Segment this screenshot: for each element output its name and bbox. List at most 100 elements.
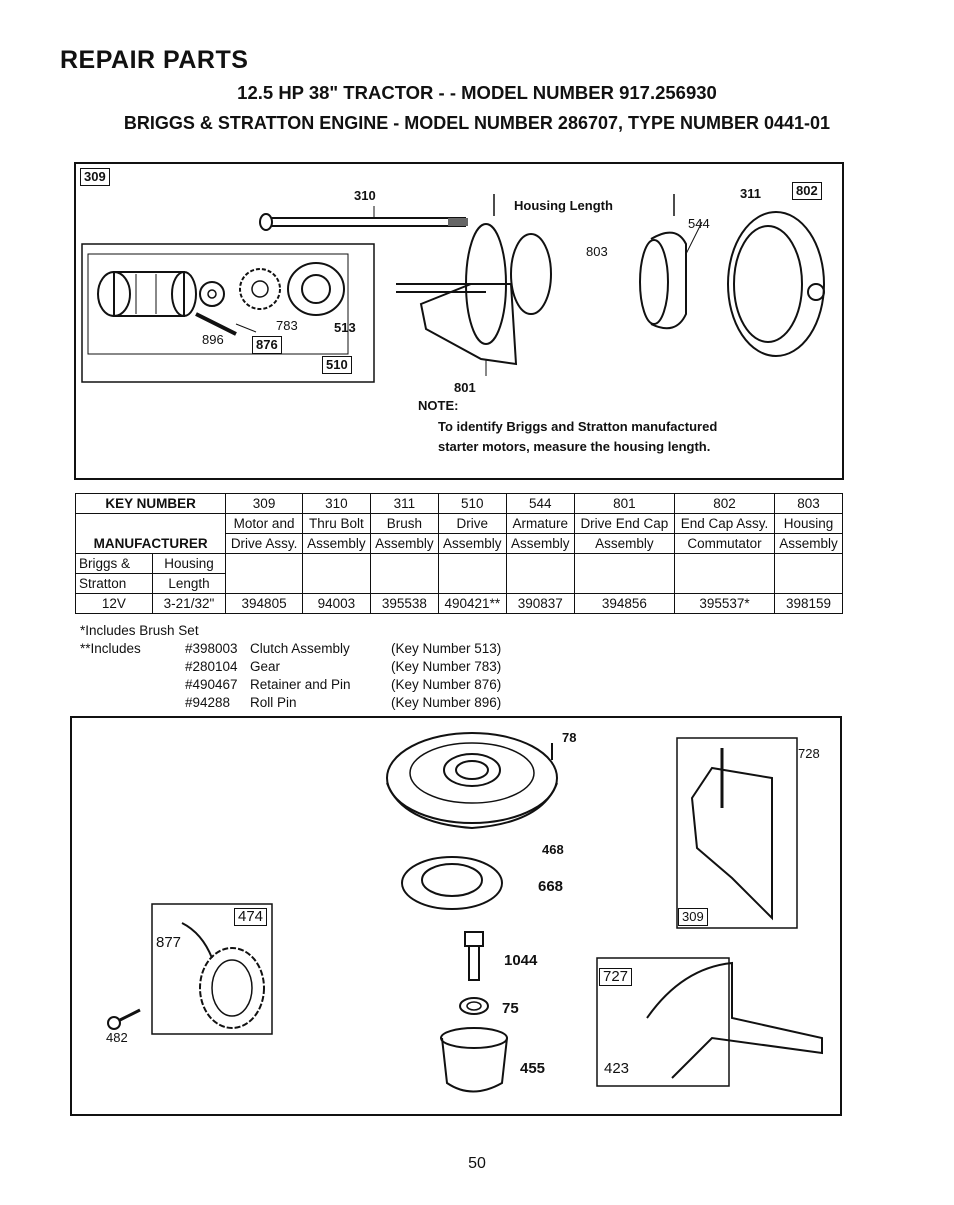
table-cell: Length	[151, 573, 227, 594]
footnote-part: #398003	[185, 641, 238, 656]
footnote-part: #280104	[185, 659, 238, 674]
footnote-desc: Clutch Assembly	[250, 641, 350, 656]
engine-subtitle: BRIGGS & STRATTON ENGINE - MODEL NUMBER …	[123, 113, 831, 133]
table-cell	[673, 553, 775, 594]
page-number: 50	[468, 1155, 486, 1172]
table-cell: 394856	[573, 593, 675, 614]
key-455-label: 455	[520, 1060, 546, 1077]
model-subtitle: 12.5 HP 38" TRACTOR - - MODEL NUMBER 917…	[237, 82, 717, 103]
table-cell: 803	[773, 493, 844, 514]
table-row: Drive Assy. Assembly Assembly Assembly A…	[76, 533, 844, 554]
footnote-key: (Key Number 896)	[391, 695, 502, 710]
table-cell: Housing	[773, 513, 844, 534]
key-728-label: 728	[798, 746, 820, 761]
key-783-label: 783	[276, 318, 298, 333]
key-474-tag: 474	[234, 908, 268, 926]
key-802-tag: 802	[792, 182, 822, 200]
table-cell: 395537*	[673, 593, 775, 614]
key-423-label: 423	[604, 1060, 630, 1077]
table-cell: 394805	[225, 593, 303, 614]
key-544-label: 544	[688, 216, 710, 231]
table-cell: Drive End Cap	[573, 513, 675, 534]
table-cell: Briggs &	[75, 553, 153, 574]
table-cell	[301, 553, 371, 594]
key-309-tag: 309	[80, 168, 110, 186]
key-727-tag: 727	[599, 968, 633, 986]
note-line-1: To identify Briggs and Stratton manufact…	[438, 419, 718, 434]
key-311-label: 311	[740, 186, 761, 201]
housing-length-label: Housing Length	[514, 198, 613, 213]
table-cell	[573, 553, 675, 594]
table-cell	[773, 553, 844, 594]
table-cell: 544	[505, 493, 575, 514]
footnote-includes-label: **Includes	[80, 641, 141, 656]
table-cell: Assembly	[369, 533, 439, 554]
engine-parts-diagram: 78 468 668 1044 75 455 728 309 727 423 4…	[70, 716, 842, 1116]
footnotes: *Includes Brush Set **Includes #398003 C…	[80, 622, 600, 712]
footnote-key: (Key Number 513)	[391, 641, 502, 656]
table-cell	[437, 553, 507, 594]
key-668-label: 668	[538, 878, 564, 895]
table-cell: End Cap Assy.	[673, 513, 775, 534]
table-cell: Drive Assy.	[225, 533, 303, 554]
footnote-part: #94288	[185, 695, 231, 710]
table-cell: 395538	[369, 593, 439, 614]
key-1044-label: 1044	[504, 952, 538, 969]
footnote-part: #490467	[185, 677, 238, 692]
key-896-label: 896	[202, 332, 224, 347]
table-cell	[369, 553, 439, 594]
table-cell: 398159	[773, 593, 844, 614]
table-cell: Assembly	[437, 533, 507, 554]
key-468-label: 468	[542, 842, 564, 857]
footnote-desc: Retainer and Pin	[250, 677, 351, 692]
key-877-label: 877	[156, 934, 182, 951]
table-cell: 801	[573, 493, 675, 514]
table-row: 12V 3-21/32" 394805 94003 395538 490421*…	[75, 593, 844, 614]
key-78-label: 78	[562, 730, 577, 745]
table-cell: 390837	[505, 593, 575, 614]
key-801-label: 801	[454, 380, 476, 395]
table-row: MANUFACTURER Motor and Thru Bolt Brush D…	[74, 513, 844, 554]
table-row: Stratton Length	[75, 573, 843, 594]
footnote-brush-set: *Includes Brush Set	[80, 623, 199, 638]
footnote-desc: Roll Pin	[250, 695, 297, 710]
footnote-key: (Key Number 783)	[391, 659, 502, 674]
table-cell: 490421**	[437, 593, 507, 614]
table-cell: 311	[369, 493, 439, 514]
key-310-label: 310	[354, 188, 376, 203]
table-cell	[505, 553, 575, 594]
table-cell: Motor and	[225, 513, 303, 534]
key-803-label: 803	[586, 244, 608, 259]
key-876-tag: 876	[252, 336, 282, 354]
table-cell: 3-21/32"	[151, 593, 227, 614]
table-cell: Commutator	[673, 533, 775, 554]
note-line-2: starter motors, measure the housing leng…	[438, 439, 711, 454]
manufacturer-header: MANUFACTURER	[74, 513, 227, 554]
table-cell: Brush	[369, 513, 439, 534]
key-513-label: 513	[334, 320, 356, 335]
table-cell	[225, 553, 303, 594]
table-cell: Assembly	[773, 533, 844, 554]
engine-parts-illustration	[107, 732, 823, 1093]
table-cell: 309	[225, 493, 303, 514]
starter-motor-illustration	[81, 194, 825, 383]
table-cell: Assembly	[301, 533, 371, 554]
key-309-tag: 309	[678, 908, 708, 926]
table-cell: 12V	[75, 593, 153, 614]
table-cell: Assembly	[505, 533, 575, 554]
table-cell: Stratton	[75, 573, 153, 594]
table-cell: 802	[673, 493, 775, 514]
table-cell: Armature	[505, 513, 575, 534]
table-cell: Assembly	[573, 533, 675, 554]
table-cell: 510	[437, 493, 507, 514]
table-cell: 94003	[301, 593, 371, 614]
table-cell: Thru Bolt	[301, 513, 371, 534]
note-title: NOTE:	[418, 398, 459, 413]
table-cell: 310	[301, 493, 371, 514]
table-cell: Drive	[437, 513, 507, 534]
footnote-desc: Gear	[250, 659, 281, 674]
page-title: REPAIR PARTS	[60, 46, 249, 74]
table-row: Briggs & Housing	[75, 553, 844, 594]
starter-motor-diagram: 309 310 Housing Length 311 802 544 803 7…	[74, 162, 844, 480]
key-75-label: 75	[502, 1000, 519, 1017]
